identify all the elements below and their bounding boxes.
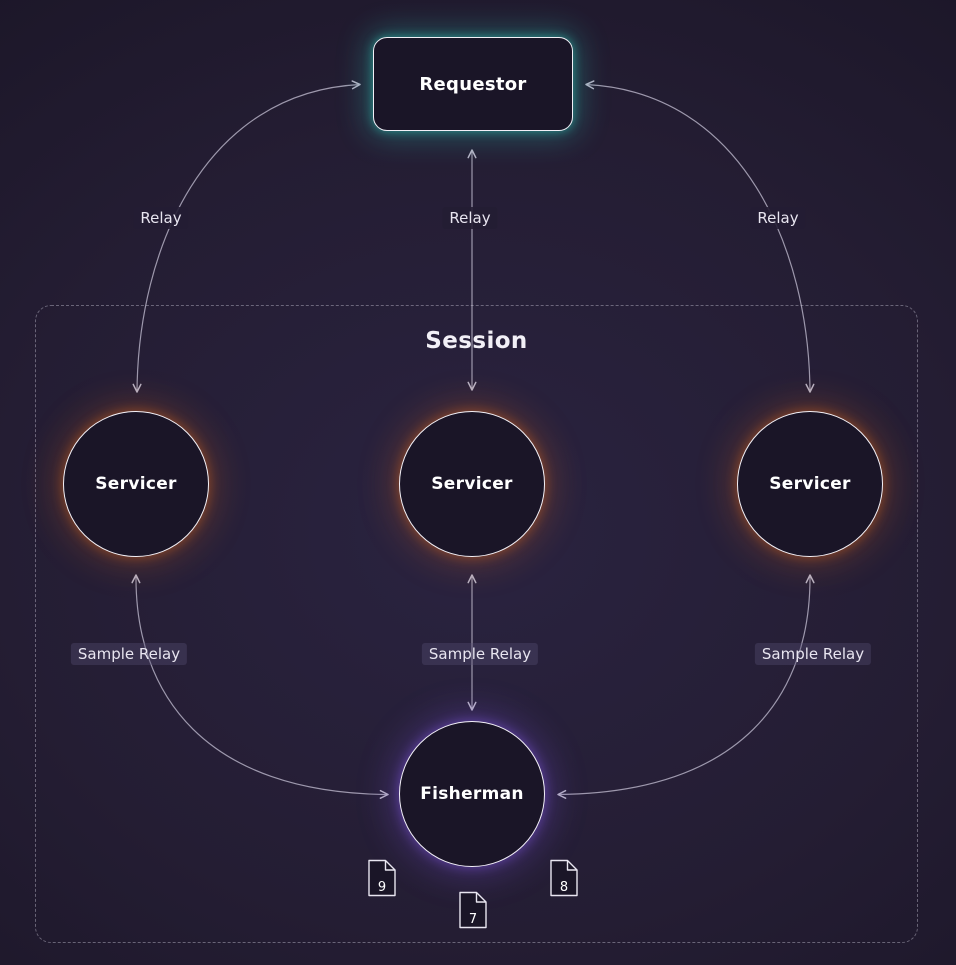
session-boundary: Session xyxy=(35,305,918,943)
servicer-node-right: Servicer xyxy=(737,411,883,557)
requestor-node: Requestor xyxy=(373,37,573,131)
sample-relay-label-right: Sample Relay xyxy=(754,643,872,665)
servicer-label: Servicer xyxy=(431,474,513,494)
relay-label-right: Relay xyxy=(750,207,806,229)
document-icon xyxy=(550,859,578,897)
fisherman-label: Fisherman xyxy=(420,784,524,804)
fisherman-node: Fisherman xyxy=(399,721,545,867)
servicer-label: Servicer xyxy=(769,474,851,494)
document-icon xyxy=(368,859,396,897)
document-node-1: 9 xyxy=(367,859,397,897)
servicer-label: Servicer xyxy=(95,474,177,494)
relay-label-middle: Relay xyxy=(442,207,498,229)
edge-servicer-right-requestor xyxy=(585,80,815,393)
edge-servicer-right-fisherman xyxy=(557,574,815,799)
sample-relay-label-left: Sample Relay xyxy=(70,643,188,665)
document-icon xyxy=(459,891,487,929)
document-node-3: 8 xyxy=(549,859,579,897)
document-number: 9 xyxy=(377,880,387,895)
session-title: Session xyxy=(425,328,528,354)
servicer-node-left: Servicer xyxy=(63,411,209,557)
requestor-label: Requestor xyxy=(419,73,527,95)
sample-relay-label-middle: Sample Relay xyxy=(421,643,539,665)
document-number: 8 xyxy=(559,880,569,895)
document-node-2: 7 xyxy=(458,891,488,929)
document-number: 7 xyxy=(468,912,478,927)
edge-servicer-left-fisherman xyxy=(131,574,389,799)
servicer-node-middle: Servicer xyxy=(399,411,545,557)
edge-servicer-left-requestor xyxy=(132,80,361,393)
relay-label-left: Relay xyxy=(133,207,189,229)
